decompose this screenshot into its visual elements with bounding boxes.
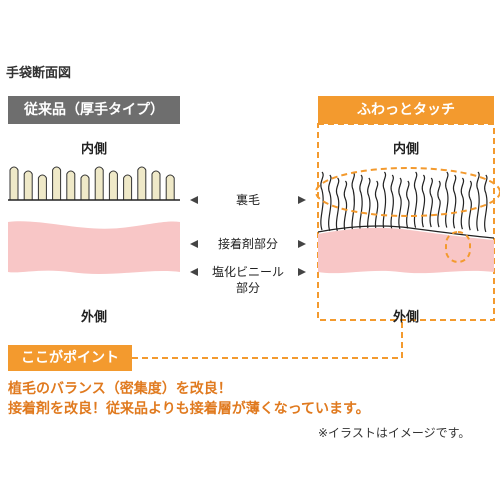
point-line-2: 接着剤を改良！従来品よりも接着層が薄くなっています。 — [8, 401, 370, 417]
left-inner-label: 内側 — [80, 142, 107, 157]
right-pile-strand — [476, 171, 480, 232]
right-inner-label: 内側 — [392, 142, 419, 157]
adhesive-layer-label: 接着剤部分 — [217, 237, 278, 251]
pile-arrow-right-icon — [298, 196, 306, 204]
right-pile-strand — [484, 174, 488, 233]
right-pile-strand — [413, 171, 418, 228]
right-pile-strand — [445, 171, 449, 228]
pvc-arrow-left-icon — [190, 268, 198, 276]
right-pile-strand — [367, 177, 371, 233]
right-pile-strand — [468, 180, 472, 231]
left-pile-tuft — [123, 174, 133, 201]
right-column-dashed-frame — [317, 123, 495, 321]
point-badge: ここがポイント — [8, 345, 132, 371]
left-pvc-layer — [8, 221, 180, 274]
right-pile-strand — [460, 177, 465, 230]
diagram-title: 手袋断面図 — [6, 66, 72, 81]
right-pvc-layer — [318, 227, 494, 274]
right-pile-strand — [335, 177, 340, 233]
left-pile-tuft — [80, 174, 90, 201]
right-outer-label: 外側 — [392, 310, 419, 325]
adhesive-highlight-circle — [445, 231, 471, 263]
right-pile-strand — [421, 174, 426, 228]
left-pile-tuft — [137, 166, 147, 201]
point-line-1: 植毛のバランス（密集度）を改良！ — [8, 381, 232, 397]
right-pile-strand — [429, 177, 433, 228]
left-pile-tuft — [66, 170, 76, 201]
point-connector-line — [132, 322, 403, 359]
fuwatto-touch-header: ふわっとタッチ — [318, 96, 494, 124]
adhesive-arrow-left-icon — [190, 240, 198, 248]
right-pile-layer — [320, 171, 488, 234]
pvc-arrow-right-icon — [298, 268, 306, 276]
pvc-layer-label-line2: 部分 — [235, 281, 260, 295]
right-pile-strand — [382, 171, 387, 232]
adhesive-arrow-right-icon — [298, 240, 306, 248]
right-pile-strand — [351, 171, 355, 234]
left-pile-tuft — [94, 166, 104, 201]
left-pile-tuft — [37, 174, 47, 201]
right-pile-strand — [359, 174, 363, 234]
conventional-product-header: 従来品（厚手タイプ） — [8, 96, 180, 124]
left-pile-tuft — [151, 170, 161, 201]
right-pile-strand — [328, 174, 332, 232]
left-pile-tuft — [52, 166, 62, 201]
right-pile-strand — [374, 180, 379, 233]
illustration-note: ※イラストはイメージです。 — [318, 426, 471, 440]
right-pile-strand — [390, 174, 394, 231]
right-pile-strand — [343, 180, 348, 233]
pvc-layer-label: 塩化ビニール 部分 — [188, 264, 308, 296]
left-pile-tuft — [9, 166, 19, 201]
right-pile-strand — [452, 174, 457, 229]
left-pile-tuft — [108, 170, 118, 201]
pile-layer-label: 裏毛 — [235, 193, 260, 207]
right-pile-strand — [437, 180, 441, 228]
right-pile-strand — [398, 177, 402, 230]
right-pile-strand — [320, 171, 324, 231]
left-outer-label: 外側 — [80, 310, 107, 325]
left-pile-tuft — [23, 170, 33, 201]
left-pile-tuft — [165, 174, 175, 201]
pile-arrow-left-icon — [190, 196, 198, 204]
left-pile-layer — [9, 166, 175, 201]
right-adhesive-line — [317, 225, 495, 239]
pvc-layer-label-line1: 塩化ビニール — [211, 265, 284, 279]
right-pile-strand — [406, 180, 410, 229]
